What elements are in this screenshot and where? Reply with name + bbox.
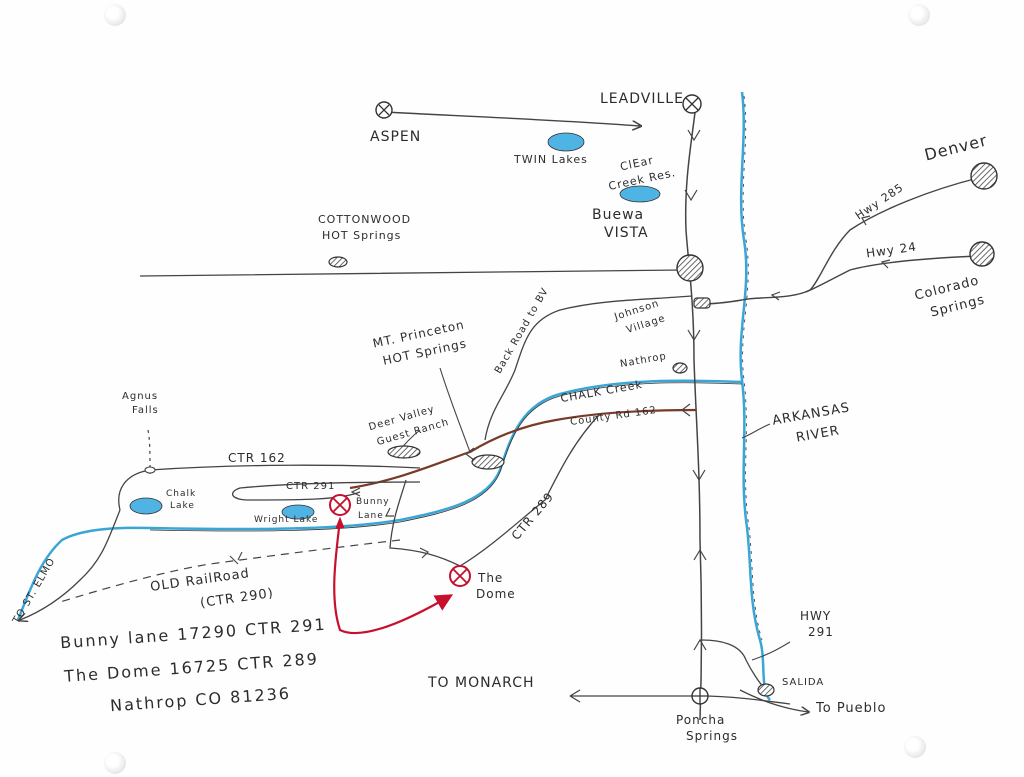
chalk-creek-ink — [149, 382, 743, 532]
arkansas-river-ink — [742, 95, 763, 641]
hwy-24-colorado-springs — [805, 255, 979, 293]
label-to-pueblo: To Pueblo — [816, 701, 887, 716]
ctr-289 — [389, 413, 601, 567]
colorado-springs-marker — [969, 241, 995, 267]
chalk-creek — [16, 379, 743, 621]
label-ctr-162: CTR 162 — [228, 451, 286, 465]
label-ctr-291: CTR 291 — [286, 481, 336, 492]
cottonwood-marker — [328, 256, 348, 268]
backroad-to-bv — [484, 295, 693, 441]
road-to-st-elmo — [20, 509, 121, 620]
old-railroad — [59, 539, 401, 603]
label-cottonwood-2: HOT Springs — [322, 229, 402, 242]
deer-valley-marker — [387, 445, 421, 459]
aspen-marker — [375, 101, 393, 119]
hwy-285-main — [684, 103, 703, 721]
label-bunny-lane-1: Bunny — [356, 497, 390, 507]
hwy-291-road — [701, 639, 767, 691]
label-to-monarch: TO MONARCH — [428, 675, 535, 691]
wright-lake-lake — [281, 504, 315, 520]
label-agnes-falls-1: Agnus — [122, 391, 159, 402]
ctr-162-west — [118, 464, 421, 511]
mt-princeton-marker — [471, 454, 505, 470]
label-hwy-291-2: 291 — [808, 625, 834, 639]
label-the-dome-2: Dome — [476, 587, 516, 601]
nathrop-marker — [672, 362, 688, 374]
label-cottonwood-1: COTTONWOOD — [318, 213, 412, 226]
label-aspen: ASPEN — [370, 129, 422, 145]
label-the-dome-1: The — [478, 571, 504, 585]
agnes-falls-trail — [147, 429, 151, 469]
chalk-lake-lake — [129, 497, 163, 515]
denver-marker — [970, 162, 998, 190]
johnson-village-marker — [693, 297, 711, 309]
label-bunny-lane-2: Lane — [358, 511, 384, 521]
the-dome-marker — [449, 565, 471, 587]
label-buena-vista-2: VISTA — [604, 225, 649, 241]
label-agnes-falls-2: Falls — [132, 405, 159, 416]
red-connector-route — [333, 519, 454, 635]
leadville-marker — [682, 94, 702, 114]
buena-vista-marker — [676, 254, 704, 282]
label-poncha-1: Poncha — [676, 713, 726, 727]
binder-hole-top-right — [908, 4, 930, 26]
poncha-springs-marker — [691, 687, 709, 705]
label-buena-vista-1: Buewa — [592, 207, 645, 223]
clear-creek-lake — [619, 185, 661, 203]
binder-hole-bottom-left — [104, 752, 126, 774]
to-pueblo-road — [739, 689, 808, 712]
arkansas-river — [739, 91, 772, 701]
binder-hole-bottom-right — [904, 736, 926, 758]
twin-lakes-lake — [547, 132, 585, 152]
salida-marker — [757, 683, 775, 697]
hwy-285-denver — [741, 177, 979, 301]
label-salida: SALIDA — [782, 677, 825, 688]
aspen-leadville-road — [383, 111, 640, 126]
label-hwy-291-1: HWY — [800, 609, 832, 623]
label-wright-lake: Wright Lake — [254, 515, 319, 525]
label-leadville: LEADVILLE — [600, 91, 684, 107]
cottonwood-pass-road — [139, 269, 685, 277]
bunny-lane-marker — [329, 494, 351, 516]
label-chalk-lake-1: Chalk — [166, 489, 197, 499]
label-chalk-lake-2: Lake — [170, 501, 195, 511]
label-poncha-2: Springs — [686, 729, 738, 743]
county-road-162 — [349, 408, 697, 490]
binder-hole-top-left — [104, 4, 126, 26]
label-twin-lakes: TWIN Lakes — [514, 153, 588, 166]
ctr-291-loop — [231, 481, 421, 501]
